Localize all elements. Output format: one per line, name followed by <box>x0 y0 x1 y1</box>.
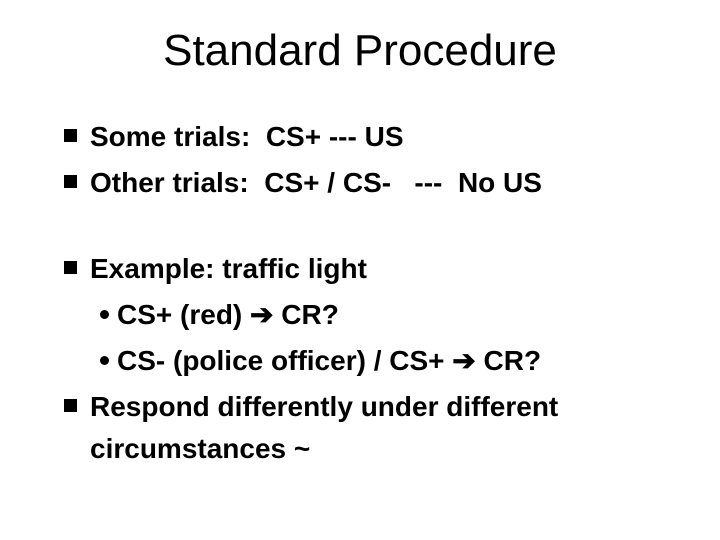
bullet-text: Respond differently under different circ… <box>90 391 567 464</box>
square-bullet-icon <box>64 261 77 274</box>
bullet-text: Example: traffic light <box>90 253 367 284</box>
square-bullet-icon <box>64 175 77 188</box>
sub-bullet-item: CS+ (red) ➔ CR? <box>64 294 692 336</box>
bullet-item: Example: traffic light <box>64 248 692 290</box>
circle-bullet-icon <box>100 310 109 319</box>
bullet-text: CS- (police officer) / CS+ ➔ CR? <box>117 345 542 376</box>
sub-bullet-item: CS- (police officer) / CS+ ➔ CR? <box>64 340 692 382</box>
bullet-item: Other trials: CS+ / CS- --- No US <box>64 162 692 204</box>
square-bullet-icon <box>64 129 77 142</box>
bullet-item: Some trials: CS+ --- US <box>64 116 692 158</box>
circle-bullet-icon <box>100 356 109 365</box>
bullet-item: Respond differently under different circ… <box>64 386 692 470</box>
bullet-text: CS+ (red) ➔ CR? <box>117 299 339 330</box>
bullet-list: Some trials: CS+ --- US Other trials: CS… <box>0 116 692 474</box>
square-bullet-icon <box>64 399 77 412</box>
slide-title: Standard Procedure <box>163 26 557 75</box>
bullet-text: Other trials: CS+ / CS- --- No US <box>90 167 542 198</box>
bullet-text: Some trials: CS+ --- US <box>90 121 404 152</box>
